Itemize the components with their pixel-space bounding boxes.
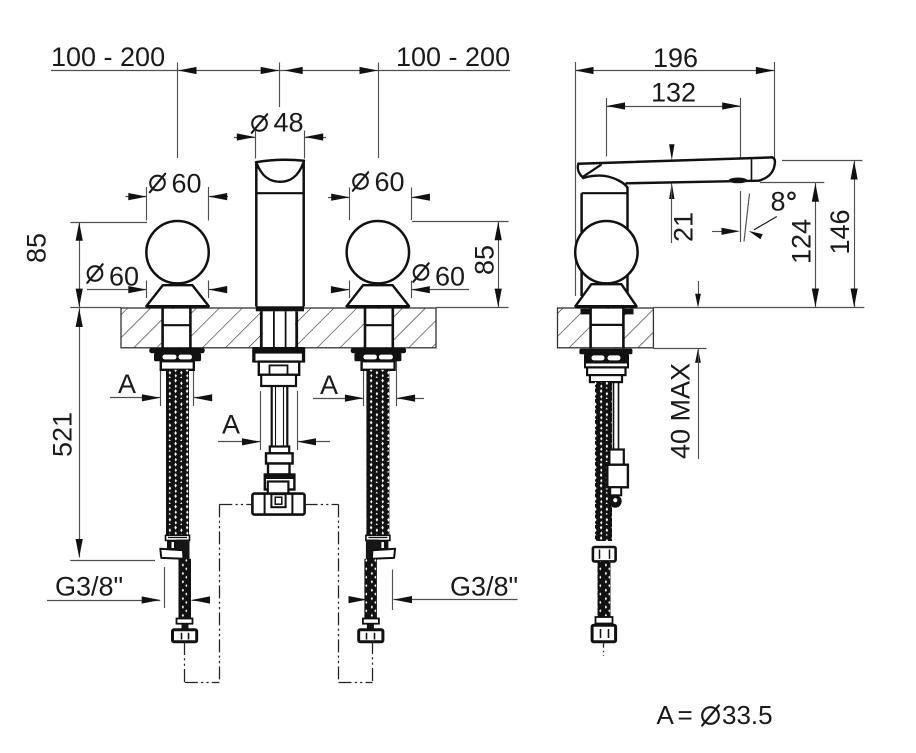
svg-text:146: 146 xyxy=(825,209,855,254)
svg-text:A: A xyxy=(118,369,136,399)
svg-text:A: A xyxy=(657,700,675,730)
svg-text:=: = xyxy=(678,700,693,730)
svg-text:G3/8": G3/8" xyxy=(55,572,123,602)
svg-text:A: A xyxy=(222,410,240,440)
svg-text:100 - 200: 100 - 200 xyxy=(396,42,510,72)
svg-text:8: 8 xyxy=(771,187,786,217)
svg-text:33.5: 33.5 xyxy=(722,700,773,730)
svg-text:21: 21 xyxy=(669,212,699,242)
svg-text:60: 60 xyxy=(375,167,405,197)
svg-text:85: 85 xyxy=(22,233,52,263)
svg-text:85: 85 xyxy=(470,245,500,275)
svg-text:60: 60 xyxy=(435,262,465,292)
svg-text:100 - 200: 100 - 200 xyxy=(51,42,165,72)
svg-text:521: 521 xyxy=(48,412,78,457)
svg-text:60: 60 xyxy=(109,262,139,292)
svg-text:196: 196 xyxy=(653,43,698,73)
svg-text:48: 48 xyxy=(274,108,304,138)
svg-text:40 MAX: 40 MAX xyxy=(666,363,696,459)
svg-text:A: A xyxy=(320,370,338,400)
svg-text:132: 132 xyxy=(651,78,696,108)
svg-text:124: 124 xyxy=(787,219,817,264)
svg-text:60: 60 xyxy=(172,169,202,199)
svg-text:G3/8": G3/8" xyxy=(450,572,518,602)
